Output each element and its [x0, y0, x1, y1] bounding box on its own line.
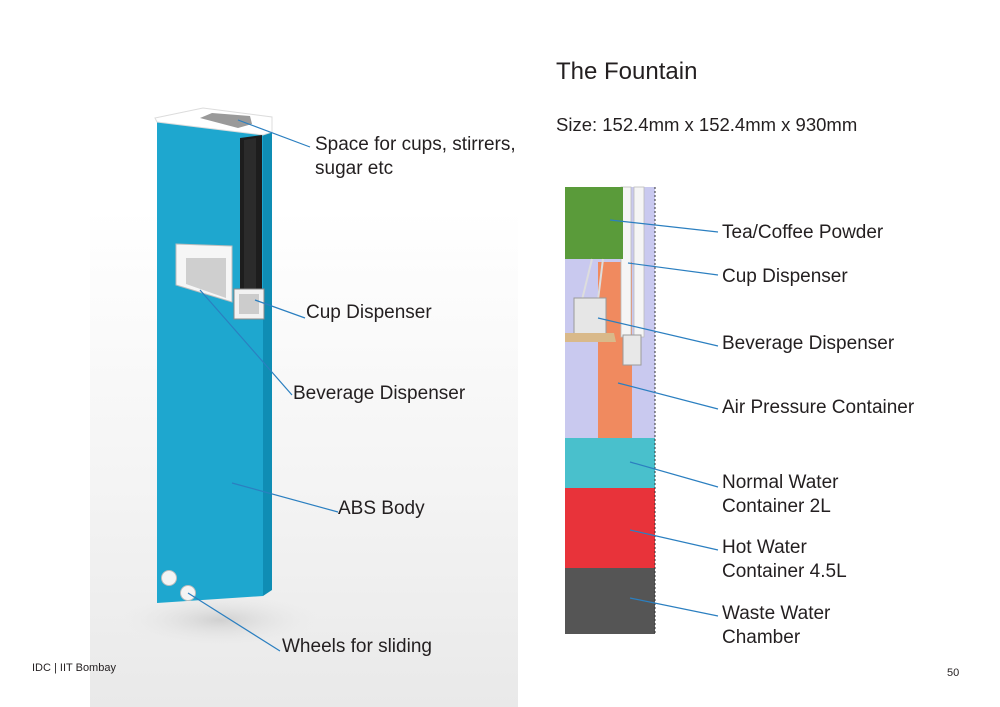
page-number: 50 [947, 667, 960, 679]
label-space-for-cups: Space for cups, stirrers, sugar etc [315, 134, 516, 179]
waste-chamber [565, 568, 655, 634]
label-hot-water: Hot Water Container 4.5L [722, 537, 847, 582]
label-normal-water: Normal Water Container 2L [722, 472, 839, 517]
right-leader-lines [597, 219, 719, 617]
tray [565, 333, 616, 342]
label-cup-dispenser-right: Cup Dispenser [722, 266, 848, 287]
lid-slot [200, 113, 252, 128]
lower-dispenser [622, 334, 642, 366]
left-leader-lines [187, 119, 339, 652]
page-title: The Fountain [556, 58, 698, 85]
label-abs-body: ABS Body [338, 498, 425, 519]
normal-water [565, 438, 655, 488]
body-side-face [263, 130, 272, 596]
right-cross-section [565, 186, 656, 634]
wheel-1 [161, 570, 177, 586]
label-wheels: Wheels for sliding [282, 636, 432, 657]
beverage-cube [573, 297, 607, 335]
label-tea-coffee: Tea/Coffee Powder [722, 222, 884, 243]
label-cup-dispenser-left: Cup Dispenser [306, 302, 432, 323]
footer-org: IDC | IIT Bombay [32, 662, 116, 674]
body-front-face [157, 120, 263, 603]
label-beverage-dispenser-left: Beverage Dispenser [293, 383, 466, 404]
hot-water [565, 488, 655, 568]
label-air-pressure: Air Pressure Container [722, 397, 915, 418]
label-beverage-dispenser-right: Beverage Dispenser [722, 333, 895, 354]
label-waste-water: Waste Water Chamber [722, 603, 831, 648]
size-text: Size: 152.4mm x 152.4mm x 930mm [556, 114, 858, 135]
powder-box [565, 187, 623, 259]
floor-shadow [110, 590, 330, 650]
left-fountain-render [154, 107, 273, 603]
